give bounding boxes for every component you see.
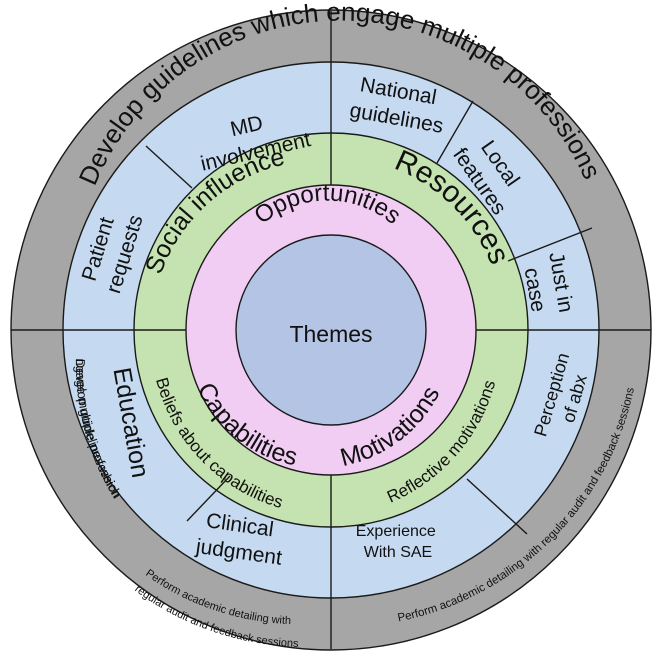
divider-md-patient — [145, 145, 193, 189]
factor-experience-with-sae: Experience With SAE — [356, 523, 441, 561]
divider-local-justincase — [507, 227, 593, 262]
divider-experience-perception — [466, 478, 528, 535]
divider-national-local — [436, 100, 474, 164]
center-label: Themes — [289, 321, 372, 347]
center-circle — [235, 234, 427, 426]
divider-education-clinical — [186, 475, 231, 522]
factor-experience-line1: Experience — [356, 523, 436, 540]
divider-lines — [11, 11, 651, 649]
factor-experience-line2: With SAE — [364, 544, 432, 561]
